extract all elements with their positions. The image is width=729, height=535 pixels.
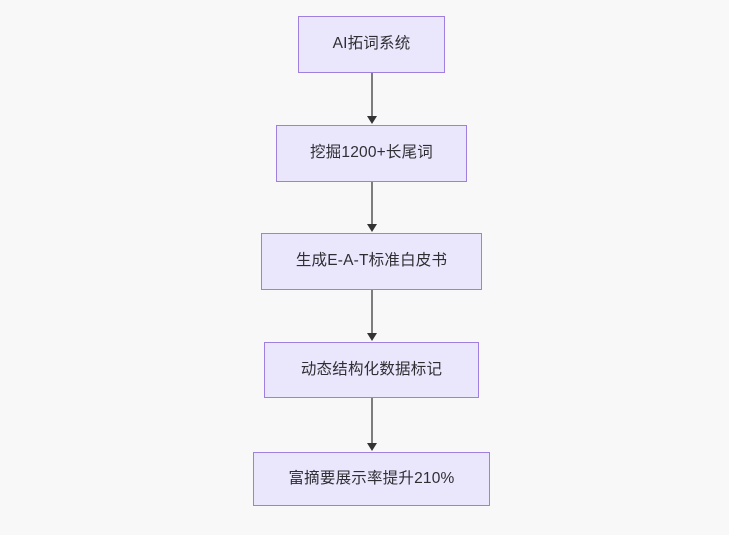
edge-line xyxy=(371,182,373,225)
flow-edge-1 xyxy=(367,73,377,124)
flow-node-label: 生成E-A-T标准白皮书 xyxy=(295,252,448,270)
flow-edge-3 xyxy=(367,290,377,341)
edge-line xyxy=(371,290,373,334)
edge-line xyxy=(371,73,373,117)
arrowhead-icon xyxy=(367,333,377,341)
flow-edge-4 xyxy=(367,398,377,451)
flow-node-5[interactable]: 富摘要展示率提升210% xyxy=(253,452,490,506)
flow-node-1[interactable]: AI拓词系统 xyxy=(298,16,445,73)
arrowhead-icon xyxy=(367,224,377,232)
arrowhead-icon xyxy=(367,116,377,124)
edge-line xyxy=(371,398,373,444)
flow-node-3[interactable]: 生成E-A-T标准白皮书 xyxy=(261,233,482,290)
flow-node-label: 动态结构化数据标记 xyxy=(300,360,443,378)
flow-node-label: 挖掘1200+长尾词 xyxy=(309,144,434,162)
flow-edge-2 xyxy=(367,182,377,232)
flow-node-4[interactable]: 动态结构化数据标记 xyxy=(264,342,479,398)
flow-node-label: AI拓词系统 xyxy=(332,35,411,53)
arrowhead-icon xyxy=(367,443,377,451)
flow-node-label: 富摘要展示率提升210% xyxy=(288,469,455,487)
flow-node-2[interactable]: 挖掘1200+长尾词 xyxy=(276,125,467,182)
